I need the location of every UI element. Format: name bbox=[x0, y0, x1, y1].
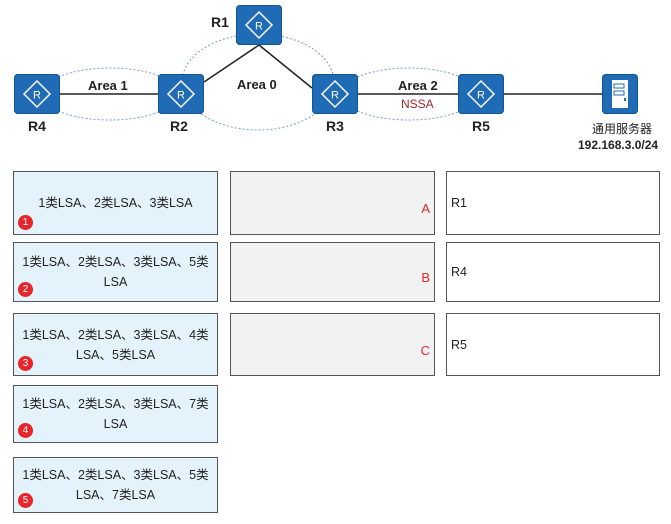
target-r5: R5 bbox=[446, 313, 660, 376]
drop-slot-a[interactable]: A bbox=[230, 171, 435, 235]
label-r3: R3 bbox=[326, 118, 344, 134]
option-text: 1类LSA、2类LSA、3类LSA、5类LSA、7类LSA bbox=[22, 468, 209, 502]
router-r4-icon[interactable]: R bbox=[14, 74, 60, 114]
label-r1: R1 bbox=[211, 14, 229, 30]
label-r2: R2 bbox=[170, 118, 188, 134]
slot-letter: C bbox=[420, 342, 430, 358]
slot-letter: A bbox=[421, 201, 430, 216]
label-area0: Area 0 bbox=[237, 77, 277, 92]
drop-slot-c[interactable]: C bbox=[230, 313, 435, 376]
option-number-badge: 3 bbox=[18, 356, 33, 371]
option-number-badge: 2 bbox=[18, 282, 33, 297]
svg-text:R: R bbox=[33, 90, 41, 102]
router-r5-icon[interactable]: R bbox=[458, 74, 504, 114]
option-text: 1类LSA、2类LSA、3类LSA、7类LSA bbox=[22, 397, 209, 431]
label-area2: Area 2 bbox=[398, 78, 438, 93]
target-r4: R4 bbox=[446, 242, 660, 302]
slot-letter: B bbox=[421, 270, 430, 285]
label-area1: Area 1 bbox=[88, 78, 128, 93]
target-label: R4 bbox=[451, 265, 467, 279]
option-text: 1类LSA、2类LSA、3类LSA、5类LSA bbox=[22, 255, 209, 289]
target-label: R1 bbox=[451, 196, 467, 210]
server-icon[interactable] bbox=[602, 74, 638, 114]
target-r1: R1 bbox=[446, 171, 660, 235]
option-text: 1类LSA、2类LSA、3类LSA bbox=[38, 196, 193, 210]
svg-text:R: R bbox=[255, 21, 263, 33]
svg-text:R: R bbox=[177, 90, 185, 102]
label-r5: R5 bbox=[472, 118, 490, 134]
option-text: 1类LSA、2类LSA、3类LSA、4类LSA、5类LSA bbox=[22, 327, 209, 362]
router-r3-icon[interactable]: R bbox=[312, 74, 358, 114]
label-r4: R4 bbox=[28, 118, 46, 134]
router-r1-icon[interactable]: R bbox=[236, 5, 282, 45]
option-number-badge: 1 bbox=[18, 215, 33, 230]
svg-text:R: R bbox=[331, 90, 339, 102]
target-label: R5 bbox=[451, 337, 467, 352]
svg-text:R: R bbox=[477, 90, 485, 102]
drop-slot-b[interactable]: B bbox=[230, 242, 435, 302]
label-nssa: NSSA bbox=[401, 97, 434, 111]
router-r2-icon[interactable]: R bbox=[158, 74, 204, 114]
server-subnet: 192.168.3.0/24 bbox=[578, 138, 659, 152]
server-label: 通用服务器 bbox=[592, 122, 653, 136]
option-number-badge: 5 bbox=[18, 493, 33, 508]
option-number-badge: 4 bbox=[18, 423, 33, 438]
option-card-1[interactable]: 1类LSA、2类LSA、3类LSA 1 bbox=[13, 171, 218, 235]
